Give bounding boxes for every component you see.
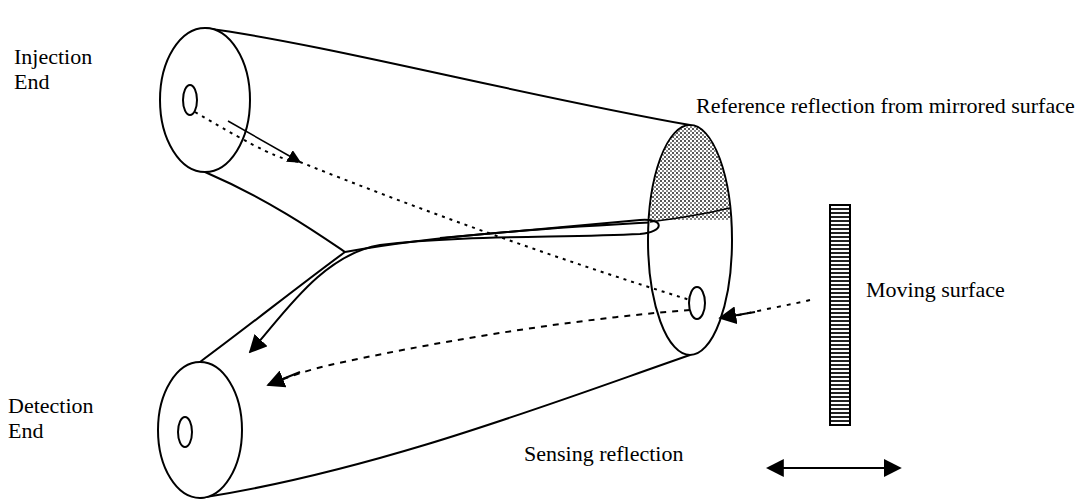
detection-face: [158, 362, 242, 498]
light-paths: [195, 112, 810, 385]
sensing-face: [648, 125, 732, 355]
end-label: Injection End: [14, 44, 94, 94]
end-label: Detection End: [8, 393, 88, 443]
motion-arrow: [782, 467, 900, 469]
moving-surface: [830, 205, 850, 425]
fiber-core: [689, 287, 705, 319]
callout-label: Sensing reflection: [524, 441, 764, 466]
fiber-core: [183, 85, 197, 115]
bundle-outline: [200, 28, 690, 498]
injection-face: [160, 28, 250, 172]
mirror-coating: [649, 126, 731, 220]
callout-label: Reference reflection from mirrored surfa…: [696, 93, 1076, 118]
part-label: Moving surface: [866, 277, 1066, 302]
fiber-core: [178, 417, 192, 447]
